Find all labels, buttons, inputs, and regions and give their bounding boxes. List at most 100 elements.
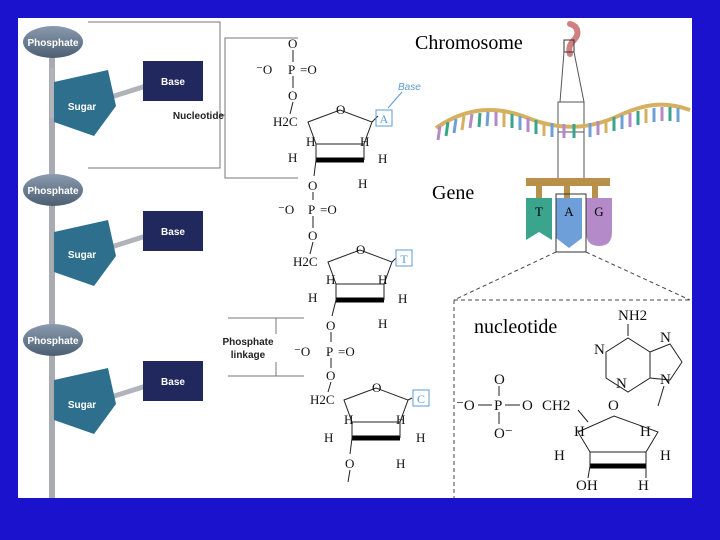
phosphate-3 [23, 324, 83, 356]
atom-H: H [288, 150, 297, 165]
nucleotide-schematic-3: Phosphate Sugar Base [23, 324, 203, 434]
base-callout-label: Base [398, 82, 421, 93]
atom-eq-O: =O [338, 344, 355, 359]
atom-H2C: H2C [310, 392, 335, 407]
atom-O: O [345, 456, 354, 471]
backbone-rod [49, 32, 55, 498]
atom-H: H [640, 424, 651, 440]
sugar-3 [54, 368, 116, 434]
gene-base-T-label: T [535, 204, 543, 219]
base-box-C [412, 389, 430, 407]
chromosome-label: Chromosome [415, 32, 523, 54]
atom-O-minus: ⁻O [294, 344, 310, 359]
atom-O: O [326, 368, 335, 383]
atom-H: H [638, 478, 649, 494]
sugar-ring-1 [307, 109, 373, 145]
atom-H: H [378, 316, 387, 331]
base-box-A [375, 109, 393, 127]
atom-N: N [660, 372, 671, 388]
gene-base-A-label: A [564, 204, 574, 219]
atom-H: H [554, 448, 565, 464]
atom-P: P [308, 202, 315, 217]
phosphate-label-3: Phosphate [27, 336, 79, 347]
atom-H: H [398, 291, 407, 306]
phosphate-label-2: Phosphate [27, 186, 79, 197]
phosphate-linkage-label-2: linkage [231, 350, 266, 361]
gene-label: Gene [432, 182, 475, 204]
atom-P: P [494, 398, 502, 414]
zoom-lines [557, 51, 585, 178]
atom-O: O [522, 398, 533, 414]
atom-O: O [336, 102, 345, 117]
nucleotide-bracket [88, 21, 298, 179]
dna-structure-diagram: Phosphate Sugar Base Phosphate Sugar Bas… [23, 21, 691, 498]
atom-NH2: NH2 [618, 308, 647, 324]
base-letter-C: C [417, 392, 425, 406]
atom-O: O [308, 228, 317, 243]
atom-H: H [308, 290, 317, 305]
atom-eq-O: =O [300, 62, 317, 77]
base-label-1: Base [161, 77, 185, 88]
atom-H: H [324, 430, 333, 445]
atom-O: O [372, 380, 381, 395]
phosphate-2 [23, 174, 83, 206]
atom-H2C: H2C [273, 114, 298, 129]
sugar-label-2: Sugar [68, 250, 96, 261]
sugar-label-1: Sugar [68, 102, 96, 113]
gene-base-G [586, 198, 612, 246]
atom-O: O [608, 398, 619, 414]
gene-base-G-label: G [594, 204, 603, 219]
base-1 [143, 61, 203, 101]
atom-O-minus-after: O⁻ [494, 426, 513, 442]
sugar-1 [54, 70, 116, 136]
atom-H: H [344, 412, 353, 427]
atom-eq-O: =O [320, 202, 337, 217]
atom-O: O [326, 318, 335, 333]
base-3 [143, 361, 203, 401]
atom-O-minus: ⁻O [456, 398, 475, 414]
diagram-panel: Phosphate Sugar Base Phosphate Sugar Bas… [18, 18, 692, 498]
base-box-T [395, 249, 413, 267]
adenine-six-ring [605, 337, 651, 393]
atom-O: O [356, 242, 365, 257]
chemical-strand: O ⁻O P =O O H2C O H H H H H A Base O ⁻O … [256, 36, 430, 483]
gene-base-A [556, 198, 582, 248]
atom-O: O [288, 36, 297, 51]
atom-H: H [396, 456, 405, 471]
gene-icon: T A G [526, 178, 612, 253]
ribose-ring [577, 415, 659, 453]
base-letter-A: A [380, 112, 389, 126]
atom-H: H [660, 448, 671, 464]
atom-H: H [378, 272, 387, 287]
phosphate-1 [23, 26, 83, 58]
nucleotide-schematic-2: Phosphate Sugar Base [23, 174, 203, 286]
atom-H: H [360, 134, 369, 149]
atom-O: O [288, 88, 297, 103]
atom-H: H [378, 151, 387, 166]
nucleotide-heading: nucleotide [474, 316, 558, 338]
dna-wave [434, 102, 691, 141]
atom-CH2: CH2 [542, 398, 570, 414]
atom-H: H [416, 430, 425, 445]
atom-H: H [326, 272, 335, 287]
sugar-ring-3 [343, 387, 409, 423]
atom-H: H [358, 176, 367, 191]
atom-O: O [494, 372, 505, 388]
base-2 [143, 211, 203, 251]
sugar-ring-2 [327, 249, 393, 285]
chromosome-icon [563, 21, 581, 57]
phosphate-label-1: Phosphate [27, 38, 79, 49]
phosphate-linkage-label-1: Phosphate [222, 337, 274, 348]
atom-O-minus: ⁻O [256, 62, 272, 77]
gene-base-T [526, 198, 552, 240]
nucleotide-schematic-1: Phosphate Sugar Base [23, 26, 203, 136]
sugar-2 [54, 220, 116, 286]
nucleotide-label: Nucleotide [173, 111, 225, 122]
sugar-label-3: Sugar [68, 400, 96, 411]
atom-H: H [306, 134, 315, 149]
atom-N: N [616, 376, 627, 392]
large-nucleotide: NH2 N N N N O ⁻O P O CH2 O⁻ O H H H H OH… [456, 308, 683, 494]
atom-P: P [326, 344, 333, 359]
adenine-five-ring [649, 343, 683, 381]
base-label-2: Base [161, 227, 185, 238]
